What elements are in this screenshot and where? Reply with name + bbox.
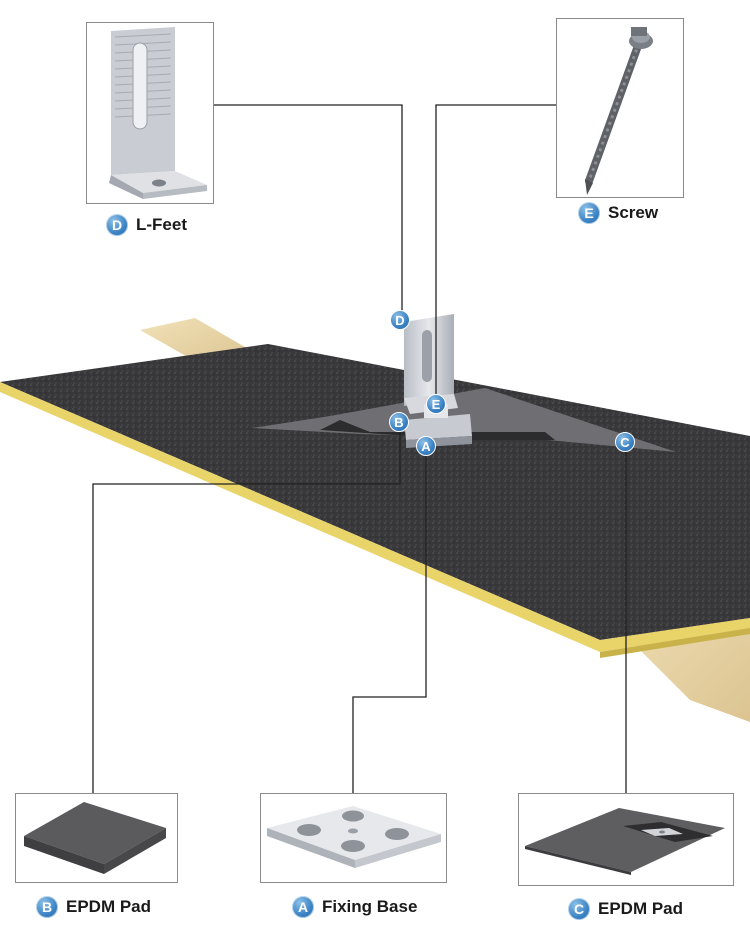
fixing-base [404, 414, 472, 448]
leader-line-b [92, 422, 401, 793]
badge-a: A [292, 896, 314, 918]
epdm-pad-b-image [24, 802, 166, 874]
label-screw: Screw [608, 203, 659, 222]
leader-line-a [352, 446, 427, 793]
leader-line-e [435, 104, 556, 402]
epdm-pad-c-image-box [518, 793, 734, 886]
leader-lines [92, 104, 627, 793]
caption-fixing-base: A Fixing Base [292, 896, 417, 918]
screw-image [585, 27, 653, 195]
scene-badge-e: E [426, 394, 446, 414]
label-l-feet: L-Feet [136, 215, 187, 234]
caption-epdm-pad-c: C EPDM Pad [568, 898, 683, 920]
scene-badge-b: B [389, 412, 409, 432]
scene-badge-c: C [615, 432, 635, 452]
badge-d: D [106, 214, 128, 236]
caption-screw: E Screw [578, 202, 658, 224]
epdm-pad-b-image-box [15, 793, 178, 883]
fixing-base-image [267, 806, 441, 868]
scene-badge-d: D [390, 310, 410, 330]
label-epdm-pad-b: EPDM Pad [66, 897, 152, 916]
scene-badge-a: A [416, 436, 436, 456]
epdm-pad-c-image [525, 808, 725, 875]
label-fixing-base: Fixing Base [322, 897, 418, 916]
caption-l-feet: D L-Feet [106, 214, 187, 236]
fixing-base-image-box [260, 793, 447, 883]
badge-e: E [578, 202, 600, 224]
screw-image-box [556, 18, 684, 198]
caption-epdm-pad-b: B EPDM Pad [36, 896, 151, 918]
l-feet-image [109, 27, 207, 199]
leader-line-d [214, 104, 403, 318]
l-feet-image-box [86, 22, 214, 204]
badge-c: C [568, 898, 590, 920]
badge-b: B [36, 896, 58, 918]
roof-shingle [0, 344, 750, 658]
label-epdm-pad-c: EPDM Pad [598, 899, 684, 918]
